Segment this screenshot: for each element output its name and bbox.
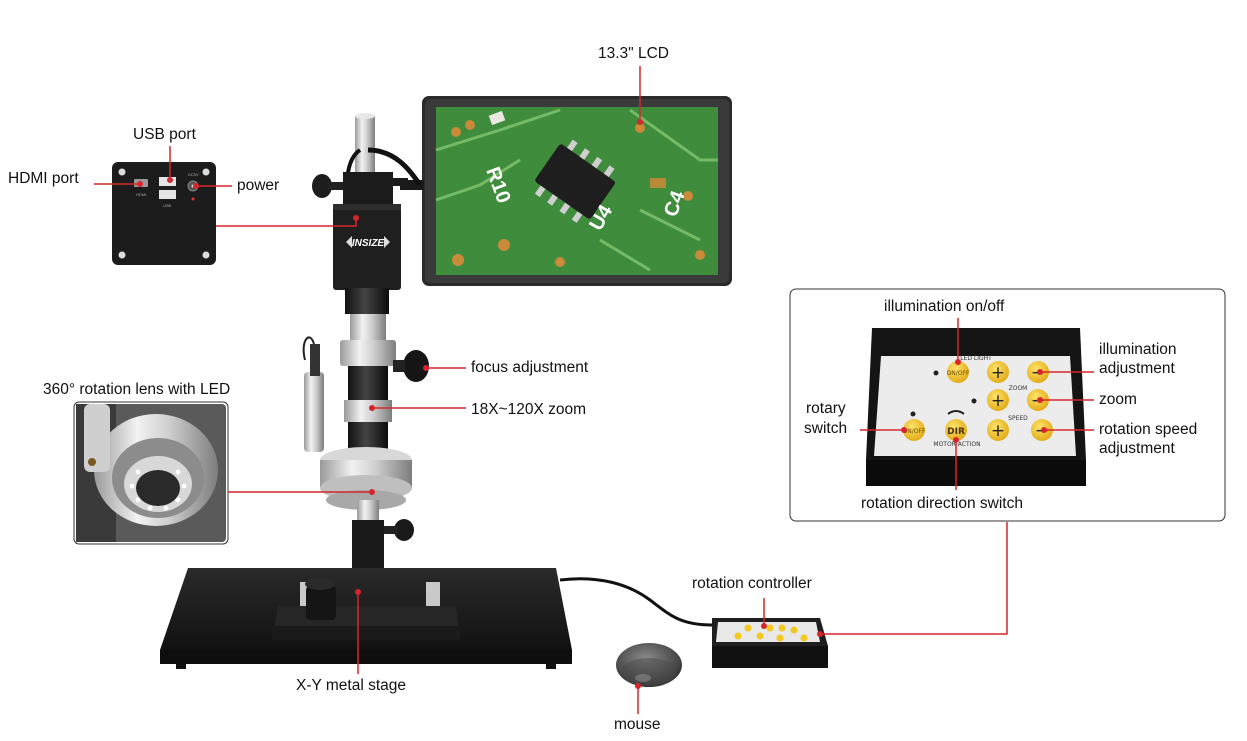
hdmi-text: HDMI [136,192,146,197]
label-mouse: mouse [614,716,661,733]
onoff-text: ON/OFF [903,428,926,435]
lcd-monitor: R10 U4 C4 [400,96,732,286]
xy-metal-stage [160,568,572,669]
label-focus-adjustment: focus adjustment [471,359,589,376]
pcb-chip [534,139,615,223]
onoff-text: ON/OFF [947,370,970,377]
camera-back-panel: HDMI USB DC5V [112,162,216,265]
plus-text: + [991,363,1005,383]
label-zoom-range: 18X~120X zoom [471,401,587,418]
controller-inset: LED LIGHT ZOOM SPEED MOTOR ACTION ON/OFF… [789,288,1226,522]
panel-led-light-label: LED LIGHT [960,355,992,362]
rotation-direction-button[interactable]: DIR [945,419,967,441]
callout-inset-link [820,522,1008,635]
label-rotary-switch-line1: rotary [806,400,846,417]
mouse-device [616,643,682,687]
label-rotation-speed-line1: rotation speed [1099,421,1198,438]
illumination-plus-button[interactable]: + [987,361,1009,383]
microscope-body: INSIZE [302,113,429,570]
illumination-onoff-button[interactable]: ON/OFF [947,361,970,383]
label-rotation-lens: 360° rotation lens with LED [43,381,231,398]
usb-text: USB [163,203,172,208]
label-illumination-onoff: illumination on/off [884,298,1005,315]
label-rotation-speed-line2: adjustment [1099,440,1175,457]
label-lcd: 13.3" LCD [598,45,669,62]
label-power: power [237,177,280,194]
usb-port-bottom [159,190,176,199]
dc-text: DC5V [188,172,199,177]
speed-plus-button[interactable]: + [987,419,1009,441]
panel-motor-action-label: MOTOR ACTION [933,441,980,448]
plus-text: + [991,421,1005,441]
rotary-switch-button[interactable]: ON/OFF [903,419,926,441]
label-zoom: zoom [1099,391,1137,408]
label-usb-port: USB port [133,126,196,143]
label-illumination-adjustment-line1: illumination [1099,341,1177,358]
label-xy-stage: X-Y metal stage [296,677,406,694]
dir-text: DIR [947,427,965,437]
label-rotation-controller: rotation controller [692,575,812,592]
plus-text: + [991,391,1005,411]
zoom-plus-button[interactable]: + [987,389,1009,411]
panel-zoom-label: ZOOM [1009,385,1028,392]
rotation-controller-device [712,618,828,668]
label-rotation-direction-switch: rotation direction switch [861,495,1023,512]
controller-cable [559,577,713,627]
rotation-lens-inset [73,401,229,545]
label-rotary-switch-line2: switch [804,420,848,437]
brand-logo: INSIZE [352,238,385,249]
label-illumination-adjustment-line2: adjustment [1099,360,1175,377]
label-hdmi-port: HDMI port [8,170,79,187]
callout-dots [137,119,1047,689]
focus-knob [403,350,429,382]
panel-speed-label: SPEED [1008,415,1028,422]
